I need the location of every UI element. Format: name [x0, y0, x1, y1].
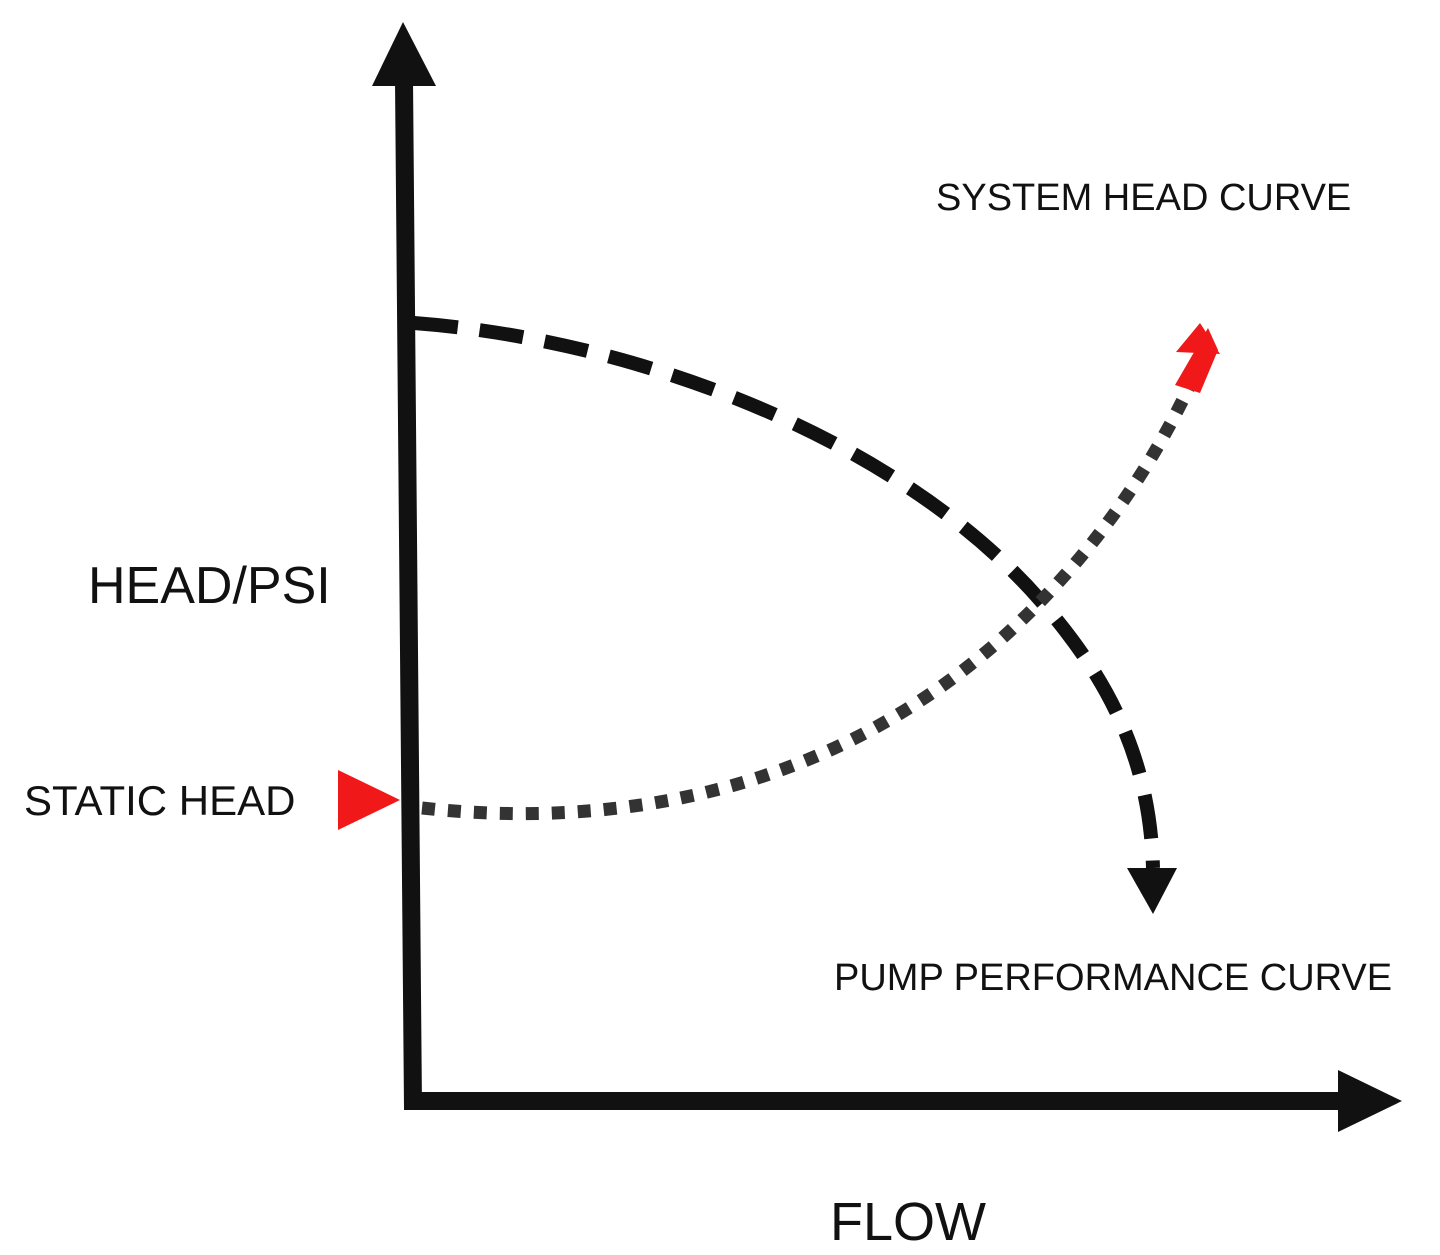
y-axis-arrowhead [372, 22, 436, 86]
pump-curve-line [413, 316, 1160, 869]
pump-curve-arrowhead [1127, 868, 1177, 914]
x-axis [404, 1070, 1402, 1132]
x-axis-label: FLOW [830, 1192, 986, 1252]
y-axis-line [395, 79, 422, 1109]
system-head-curve-label: SYSTEM HEAD CURVE [936, 177, 1351, 219]
static-head-label: STATIC HEAD [24, 777, 295, 824]
system-curve-arrowtip [1176, 323, 1220, 354]
pump-performance-curve [413, 316, 1177, 914]
y-axis-label: HEAD/PSI [88, 557, 331, 615]
y-axis [372, 22, 436, 1109]
system-head-curve [421, 323, 1220, 821]
pump-performance-curve-label: PUMP PERFORMANCE CURVE [834, 957, 1392, 999]
system-curve-line [421, 382, 1196, 821]
x-axis-arrowhead [1338, 1070, 1402, 1132]
static-head-marker-icon [338, 770, 400, 830]
